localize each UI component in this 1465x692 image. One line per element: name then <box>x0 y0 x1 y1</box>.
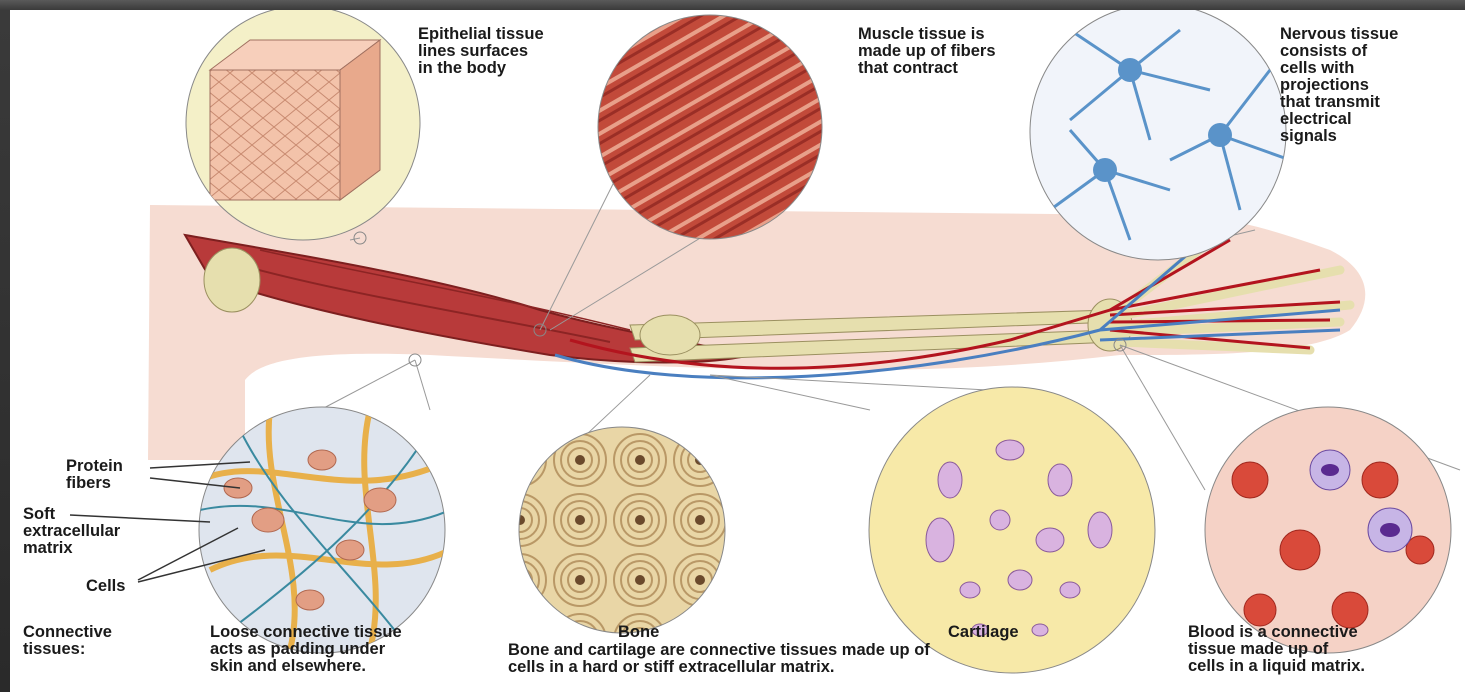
soft-matrix-label: Soft extracellular matrix <box>23 506 120 557</box>
tissue-diagram: Epithelial tissue lines surfaces in the … <box>10 10 1465 692</box>
shoulder-bone <box>204 248 260 312</box>
muscle-label: Muscle tissue is made up of fibers that … <box>858 26 996 77</box>
bone-label: Bone <box>618 624 659 641</box>
connective-tissues-label: Connective tissues: <box>23 624 112 658</box>
nervous-label: Nervous tissue consists of cells with pr… <box>1280 26 1398 145</box>
bone-cartilage-caption: Bone and cartilage are connective tissue… <box>508 642 930 676</box>
epithelial-circle <box>186 10 420 240</box>
nervous-circle <box>1030 10 1290 260</box>
blood-circle <box>1205 407 1451 653</box>
loose-connective-circle <box>199 407 450 653</box>
protein-fibers-label: Protein fibers <box>66 458 123 492</box>
blood-label: Blood is a connective tissue made up of … <box>1188 624 1365 675</box>
loose-connective-label: Loose connective tissue acts as padding … <box>210 624 402 675</box>
epithelial-label: Epithelial tissue lines surfaces in the … <box>418 26 544 77</box>
bone-circle <box>519 427 725 633</box>
cartilage-label: Cartilage <box>948 624 1019 641</box>
diagram-svg <box>10 10 1465 692</box>
cells-label: Cells <box>86 578 125 595</box>
muscle-circle <box>598 15 822 239</box>
